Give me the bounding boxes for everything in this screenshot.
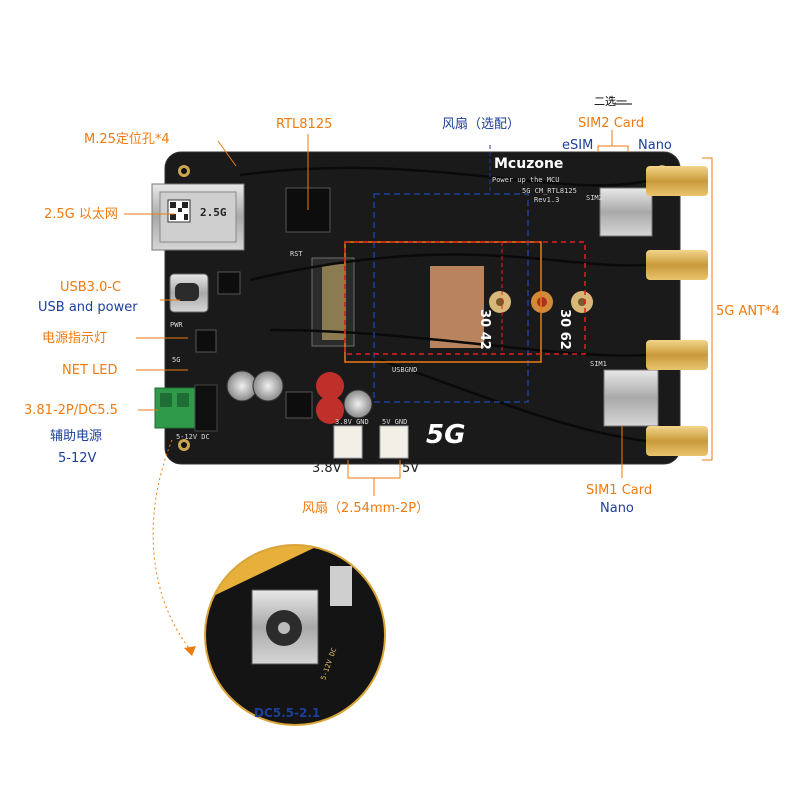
label-rtl8125: RTL8125 (276, 117, 333, 132)
label-net-led: NET LED (62, 363, 118, 378)
label-sim-select: 二选一 (594, 95, 627, 108)
silk-rst: RST (290, 250, 303, 258)
label-ethernet: 2.5G 以太网 (44, 207, 118, 222)
standoffs (489, 291, 593, 313)
label-dc-connector: 3.81-2P/DC5.5 (24, 403, 118, 418)
brand-tagline: Power up the MCU (492, 176, 560, 184)
zoom-callout-line (152, 439, 193, 653)
label-sim1-card: SIM1 Card (586, 483, 653, 498)
label-power-led: 电源指示灯 (42, 331, 108, 346)
fan-connector-3v8 (333, 425, 363, 459)
label-fan-3v8: 3.8V (312, 461, 342, 476)
thermal-pad (430, 266, 484, 348)
label-dc-callout: DC5.5-2.1 (254, 706, 321, 720)
label-3042: 30 42 (476, 309, 492, 350)
brand-name: Mcuzone (494, 156, 564, 172)
silk-sim1: SIM1 (590, 360, 607, 368)
label-3062: 30 62 (556, 309, 572, 350)
capacitors (226, 370, 373, 424)
module-3062-outline (344, 241, 586, 355)
label-fan-5v: 5V (402, 461, 420, 476)
sma-antenna-connectors (646, 166, 708, 456)
antenna-cables (239, 166, 647, 443)
label-voltage-range: 5-12V (58, 451, 97, 466)
sim1-slot (603, 369, 659, 427)
label-usb-power: USB and power (38, 300, 138, 315)
label-sim2-card: SIM2 Card (578, 116, 645, 131)
board-rev: Rev1.3 (534, 196, 560, 204)
label-mount-holes: M.25定位孔*4 (84, 132, 170, 147)
silk-dc: 5-12V DC (176, 433, 210, 441)
label-fan-connector: 风扇（2.54mm-2P） (302, 501, 430, 516)
label-aux-power: 辅助电源 (50, 429, 103, 444)
dc-jack-closeup (205, 545, 385, 725)
silk-5v: 5V GND (382, 418, 408, 426)
silk-pwr: PWR (170, 321, 183, 329)
sim2-slot (599, 187, 653, 237)
board-model: 5G CM_RTL8125 (522, 187, 577, 195)
label-fan-optional: 风扇（选配） (442, 117, 521, 132)
label-antenna: 5G ANT*4 (716, 304, 780, 319)
label-nano-top: Nano (638, 138, 672, 153)
silk-5g: 5G (172, 356, 181, 364)
fan-outline (373, 193, 529, 403)
silk-3v8: 3.8V GND (335, 418, 369, 426)
rj45-label: 2.5G (200, 206, 227, 219)
rj45-ethernet-jack (151, 183, 245, 251)
label-nano-bottom: Nano (600, 501, 634, 516)
label-usb-c: USB3.0-C (60, 280, 122, 295)
logo-5g: 5G (426, 420, 466, 450)
fan-connector-5v (379, 425, 409, 459)
label-esim: eSIM (562, 138, 594, 153)
ant-bracket (702, 157, 713, 461)
silk-sim2: SIM2 (586, 194, 603, 202)
silk-usbgnd: USBGND (392, 366, 418, 374)
